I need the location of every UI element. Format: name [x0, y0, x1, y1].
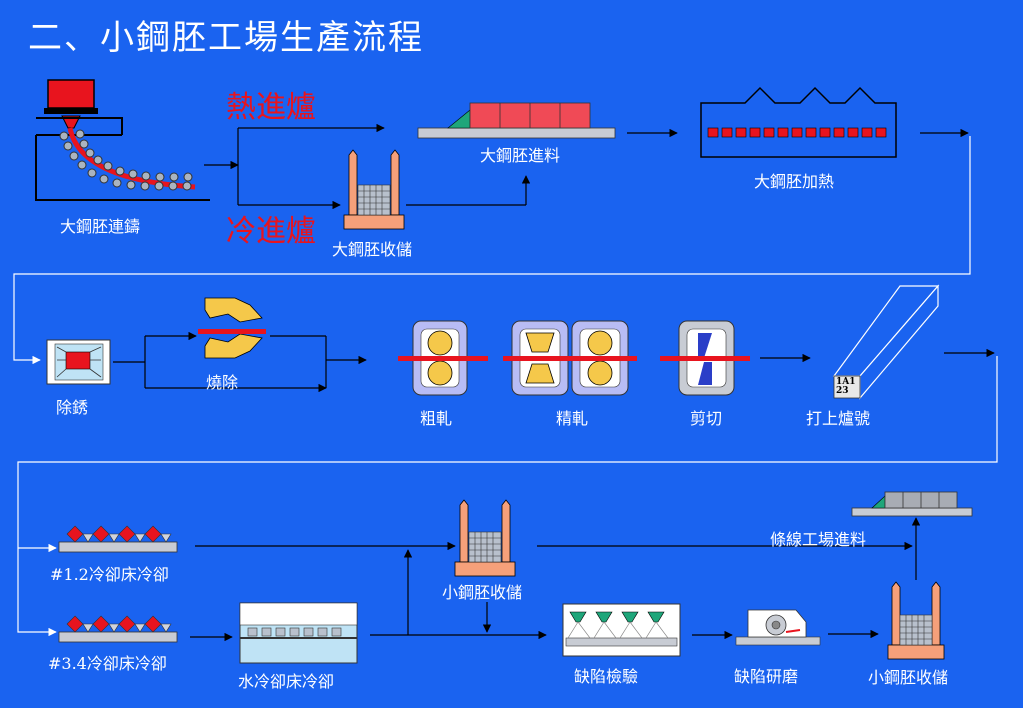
- label-cold-charge: 冷進爐: [226, 214, 316, 249]
- scarfing-torch-icon: [198, 297, 266, 359]
- water-cooling-bed-icon: [239, 602, 358, 664]
- continuous-caster-icon: [35, 79, 210, 201]
- billet-stack-rack-icon-3: [887, 581, 945, 660]
- cooling-bed-12-icon: [58, 525, 178, 553]
- billet-stack-rack-icon-2: [454, 499, 516, 577]
- label-stamp-number: 打上爐號: [806, 409, 871, 428]
- wire-plant-feed-icon: [851, 491, 973, 517]
- billet-stack-rack-icon: [343, 149, 405, 230]
- label-wire-plant-feed: 條線工場進料: [770, 530, 867, 549]
- grinding-wheel-icon: [735, 609, 821, 646]
- reheating-furnace-icon: [700, 86, 897, 158]
- page-title: 二、小鋼胚工場生產流程: [28, 18, 424, 58]
- label-finish-rolling: 精軋: [556, 409, 589, 428]
- label-shearing: 剪切: [690, 409, 723, 428]
- stamped-billet-icon: [832, 284, 940, 400]
- label-small-billet-storage-2: 小鋼胚收儲: [868, 668, 949, 687]
- label-scarfing: 燒除: [206, 373, 239, 392]
- descaler-icon: [46, 339, 111, 385]
- label-defect-grinding: 缺陷研磨: [734, 667, 799, 686]
- label-cooling-bed-34: #3.4冷卻床冷卻: [48, 654, 167, 673]
- label-large-billet-heating: 大鋼胚加熱: [754, 172, 835, 191]
- billet-feed-table-icon: [417, 102, 616, 139]
- label-water-cooling-bed: 水冷卻床冷卻: [238, 672, 335, 691]
- defect-inspection-icon: [562, 603, 681, 657]
- label-small-billet-storage-1: 小鋼胚收儲: [442, 583, 523, 602]
- label-hot-charge: 熱進爐: [226, 90, 316, 125]
- label-large-billet-feed: 大鋼胚進料: [480, 146, 561, 165]
- cooling-bed-34-icon: [58, 615, 178, 643]
- label-defect-inspection: 缺陷檢驗: [574, 667, 639, 686]
- label-descaling: 除銹: [56, 398, 89, 417]
- label-large-billet-storage: 大鋼胚收儲: [332, 240, 413, 259]
- label-continuous-casting: 大鋼胚連鑄: [60, 217, 141, 236]
- label-cooling-bed-12: #1.2冷卻床冷卻: [50, 565, 169, 584]
- label-rough-rolling: 粗軋: [420, 409, 453, 428]
- stamp-code: 1A1 23: [836, 377, 856, 396]
